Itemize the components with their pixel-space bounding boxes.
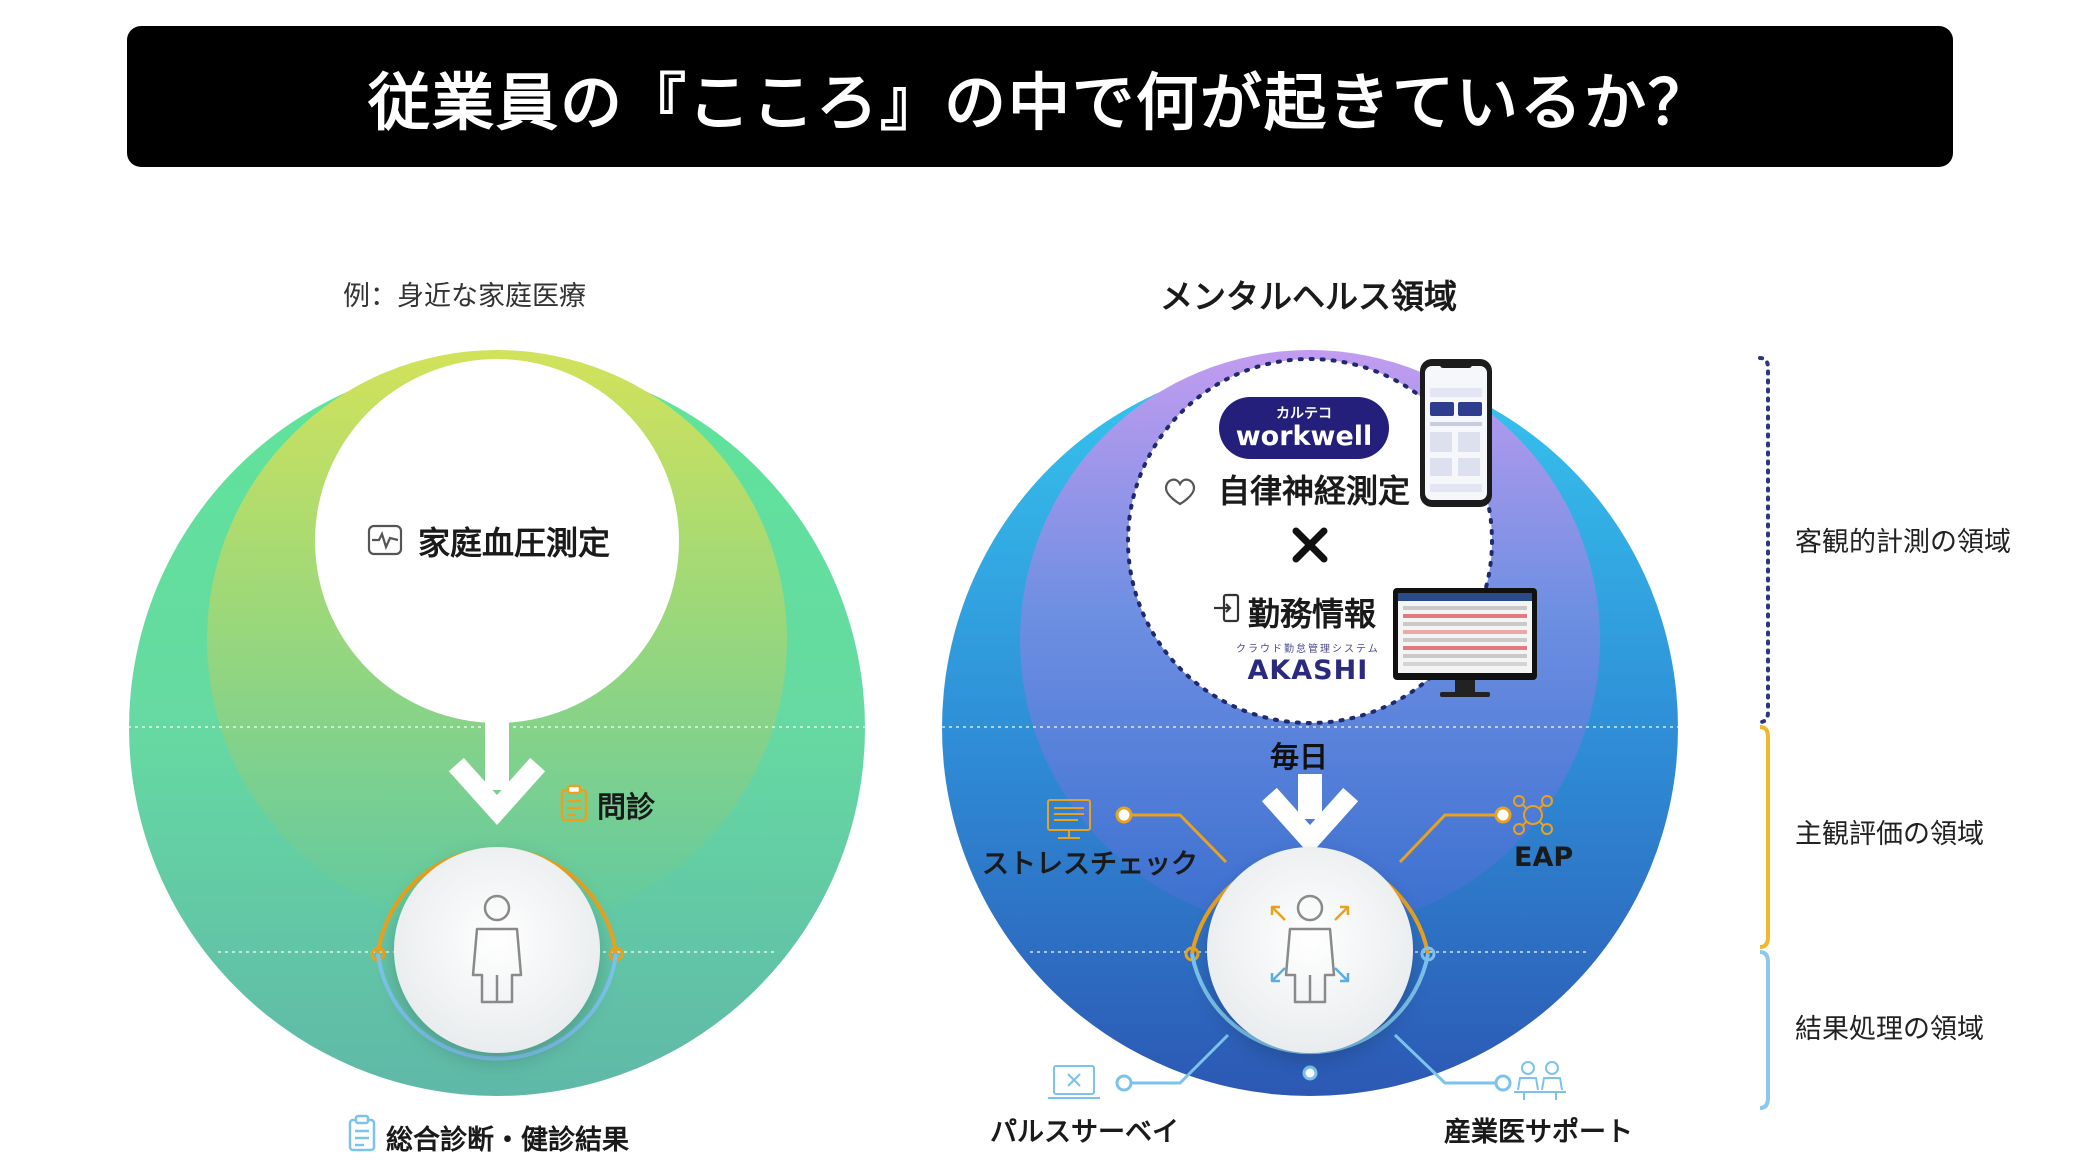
heart-icon [1164,478,1196,506]
connector-doctor [1393,1033,1503,1085]
right-diagram [942,350,1680,1100]
left-person-circle [394,847,600,1053]
connector-eap [1398,813,1503,864]
stress-check-icon [1047,799,1091,839]
comprehensive-result-label: 総合診断・健診結果 [386,1125,629,1156]
home-bp-label: 家庭血圧測定 [418,524,611,562]
workwell-name: workwell [1235,421,1373,452]
workwell-kana: カルテコ [1276,406,1332,422]
left-blue-arc [376,953,618,1061]
clipboard-icon [560,784,588,822]
right-person-circle [1207,847,1413,1053]
right-down-arrow [1261,774,1359,855]
industrial-doctor-label: 産業医サポート [1444,1117,1633,1148]
akashi-logo: クラウド勤怠管理システム AKASHI [1236,640,1380,686]
heart-monitor-icon [367,524,403,556]
daily-label: 毎日 [1270,740,1329,774]
interview-label: 問診 [597,790,656,824]
pulse-survey-label: パルスサーベイ [990,1117,1179,1148]
left-subtitle: 例：身近な家庭医療 [343,281,586,312]
page-title: 従業員の『こころ』の中で何が起きているか？ [367,65,1712,139]
phone-mockup-icon [1420,359,1492,507]
pulse-survey-icon [1048,1065,1100,1099]
bracket-result [1759,950,1770,1110]
zone-brackets [1758,356,1770,1110]
connector-stress [1124,813,1228,864]
person-icon [471,894,523,1004]
bracket-objective [1758,356,1770,724]
workwell-logo: カルテコ workwell [1219,397,1389,459]
zone-result-label: 結果処理の領域 [1795,1014,1984,1045]
stress-check-label: ストレスチェック [982,849,1198,880]
zone-objective-label: 客観的計測の領域 [1795,527,2011,558]
times-icon [1292,527,1328,563]
eap-label: EAP [1514,842,1574,873]
work-info-label: 勤務情報 [1248,595,1377,633]
person-arrows-icon [1270,894,1350,1004]
bracket-subjective [1759,725,1770,949]
akashi-tag: クラウド勤怠管理システム [1236,644,1380,655]
connector-pulse [1124,1033,1230,1085]
zone-subjective-label: 主観評価の領域 [1795,819,1984,850]
left-diagram [128,350,866,1152]
left-top-white-circle [315,359,679,723]
right-subtitle: メンタルヘルス領域 [1160,277,1457,316]
eap-network-icon [1513,795,1553,835]
autonomic-label: 自律神経測定 [1218,472,1411,510]
doctor-support-icon [1514,1061,1566,1100]
login-icon [1214,593,1240,623]
clipboard-result-icon [348,1114,376,1152]
left-down-arrow [448,720,546,825]
monitor-mockup-icon [1393,588,1537,697]
akashi-name: AKASHI [1247,655,1369,686]
title-banner: 従業員の『こころ』の中で何が起きているか？ [127,26,1953,167]
